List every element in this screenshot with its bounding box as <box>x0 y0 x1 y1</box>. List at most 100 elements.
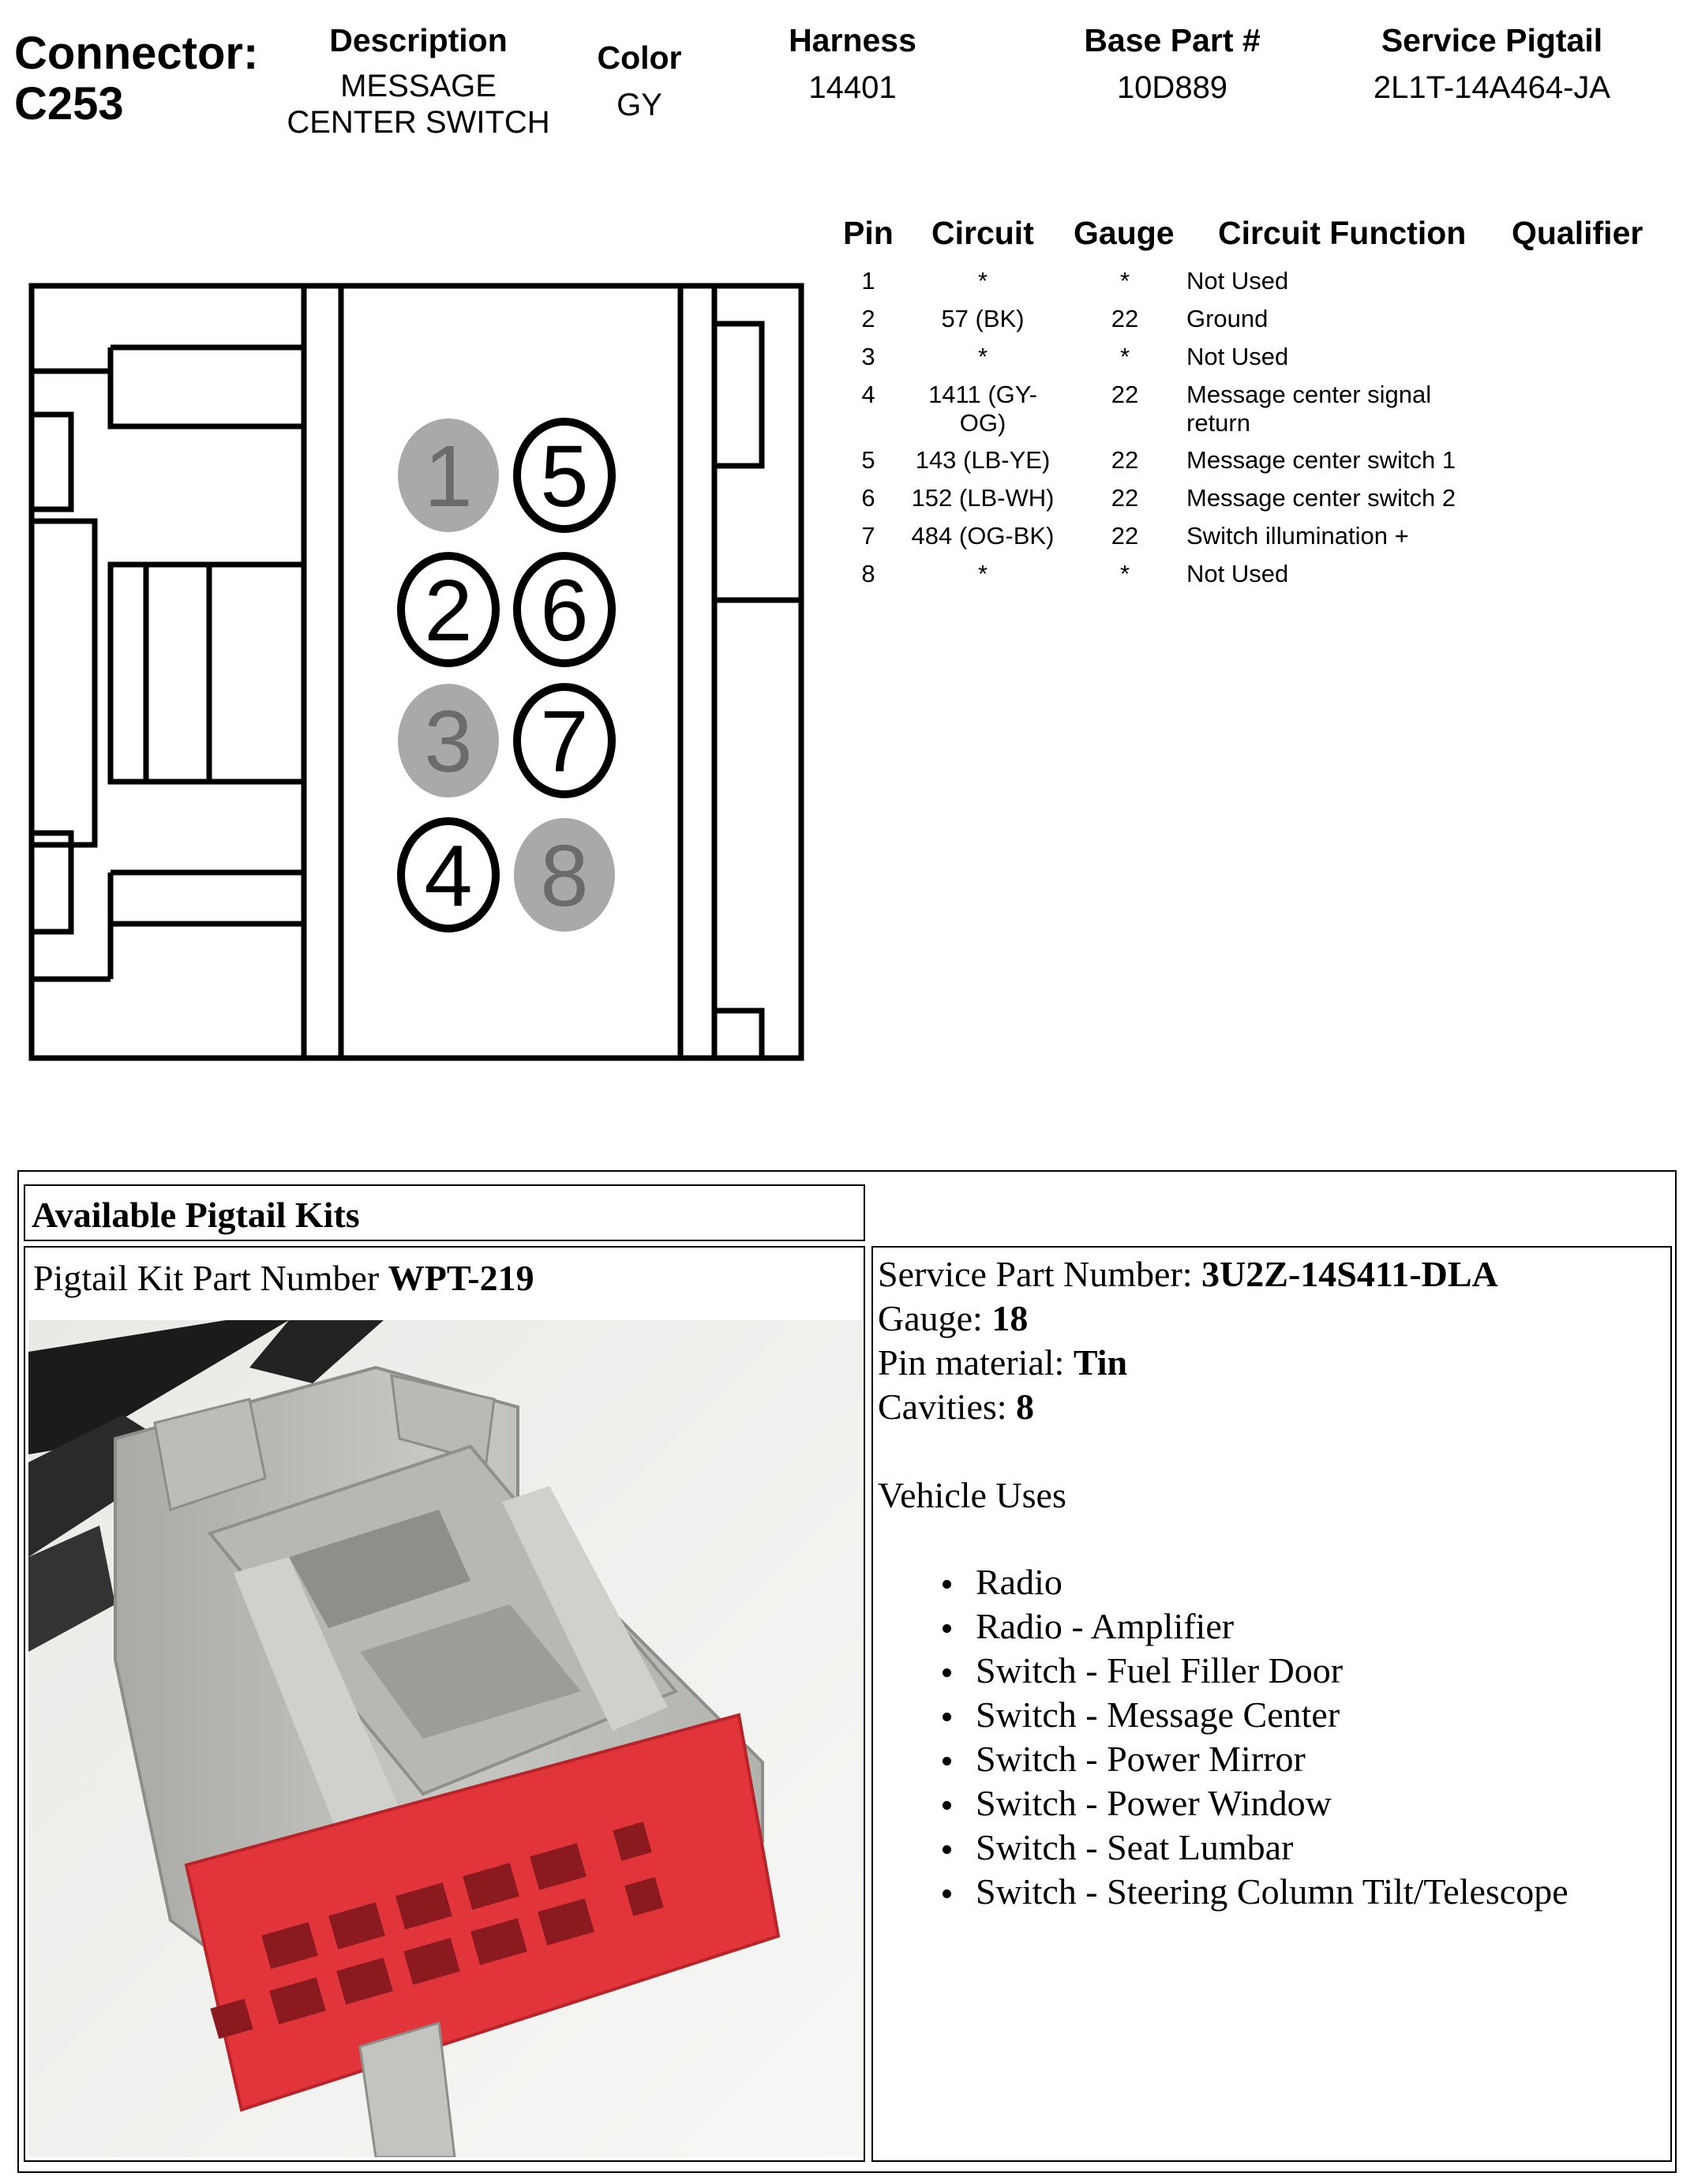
table-row-gauge: 22 <box>1111 484 1139 512</box>
list-item: Switch - Seat Lumbar <box>936 1826 1568 1870</box>
table-row-gauge: * <box>1119 267 1130 295</box>
table-row-circuit: 484 (OG-BK) <box>911 522 1055 550</box>
gauge-value: 18 <box>991 1298 1029 1338</box>
table-row-circuit: * <box>977 560 988 587</box>
table-row-pin: 6 <box>861 484 875 512</box>
kit-part-number: WPT-219 <box>388 1258 534 1298</box>
table-row-pin: 1 <box>861 267 875 295</box>
table-row-function: Ground <box>1186 305 1269 332</box>
description-value: MESSAGE CENTER SWITCH <box>260 68 576 141</box>
table-row-circuit: * <box>977 267 988 295</box>
table-row-pin: 5 <box>861 446 875 474</box>
cavities-value: 8 <box>1016 1387 1035 1427</box>
description-label: Description <box>329 22 508 58</box>
table-row-function: Message center switch 1 <box>1186 446 1456 474</box>
gauge-line: Gauge: 18 <box>878 1297 1498 1341</box>
table-row-gauge: 22 <box>1111 305 1139 332</box>
function-line-2: return <box>1186 408 1250 437</box>
service-part-line: Service Part Number: 3U2Z-14S411-DLA <box>878 1252 1498 1297</box>
base-part-label: Base Part # <box>1084 22 1261 58</box>
table-row-function: Message center signal return <box>1186 381 1431 437</box>
pigtail-kits-title-box: Available Pigtail Kits <box>24 1184 865 1241</box>
kit-part-number-line: Pigtail Kit Part Number WPT-219 <box>33 1257 534 1299</box>
table-row-gauge: * <box>1119 560 1130 587</box>
color-value: GY <box>617 88 662 122</box>
cavity-2: 2 <box>397 552 500 667</box>
table-row-pin: 8 <box>861 560 875 587</box>
connector-title: Connector: C253 <box>14 28 258 129</box>
table-row-gauge: 22 <box>1111 446 1139 474</box>
vehicle-uses-list: Radio Radio - Amplifier Switch - Fuel Fi… <box>936 1560 1568 1914</box>
harness-value: 14401 <box>808 70 897 105</box>
table-row-pin: 7 <box>861 522 875 550</box>
cavities-line: Cavities: 8 <box>878 1385 1498 1429</box>
table-row-circuit: 57 (BK) <box>941 305 1025 332</box>
pin-material-line: Pin material: Tin <box>878 1341 1498 1385</box>
table-row-function: Switch illumination + <box>1186 522 1409 550</box>
pigtail-connector-photo <box>28 1320 862 2157</box>
vehicle-use-text: Switch - Message Center <box>976 1694 1340 1735</box>
service-pigtail-value: 2L1T-14A464-JA <box>1373 70 1611 105</box>
list-item: Switch - Power Mirror <box>936 1737 1568 1781</box>
pin-label-6: 6 <box>540 562 588 659</box>
color-label: Color <box>597 39 682 76</box>
spec-block: Service Part Number: 3U2Z-14S411-DLA Gau… <box>878 1252 1498 1518</box>
table-row-function: Not Used <box>1186 560 1289 587</box>
circuit-line-1: 1411 (GY- <box>928 381 1037 408</box>
table-row-pin: 3 <box>861 343 875 370</box>
pigtail-kits-title: Available Pigtail Kits <box>32 1195 360 1235</box>
vehicle-use-text: Switch - Power Mirror <box>976 1739 1306 1779</box>
pigtail-spec-cell: Service Part Number: 3U2Z-14S411-DLA Gau… <box>871 1246 1672 2162</box>
service-part-number: 3U2Z-14S411-DLA <box>1201 1254 1498 1294</box>
cavity-3: 3 <box>398 684 499 797</box>
latch-window <box>289 1510 470 1628</box>
connector-label: Connector: <box>14 28 259 79</box>
table-row-pin: 4 <box>861 381 875 408</box>
pin-material-value: Tin <box>1073 1342 1128 1383</box>
circuit-line-2: OG) <box>959 408 1006 437</box>
service-part-label: Service Part Number: <box>878 1254 1202 1294</box>
vehicle-use-text: Switch - Seat Lumbar <box>976 1827 1294 1867</box>
connector-housing-outline <box>28 283 804 1061</box>
cavity-5: 5 <box>513 418 616 533</box>
pin-label-7: 7 <box>540 693 588 790</box>
list-item: Switch - Steering Column Tilt/Telescope <box>936 1870 1568 1914</box>
table-row-gauge: 22 <box>1111 522 1139 550</box>
cavity-4: 4 <box>397 817 500 933</box>
table-row-circuit: 152 (LB-WH) <box>911 484 1055 512</box>
pigtail-kit-cell: Pigtail Kit Part Number WPT-219 <box>24 1246 865 2162</box>
vehicle-use-text: Switch - Power Window <box>976 1783 1332 1823</box>
table-row-function: Not Used <box>1186 343 1289 370</box>
vehicle-use-text: Radio - Amplifier <box>976 1606 1235 1646</box>
gauge-label: Gauge: <box>878 1298 992 1338</box>
table-row-gauge: * <box>1119 343 1130 370</box>
circuit-col-header: Circuit <box>931 215 1034 251</box>
cavity-6: 6 <box>513 552 616 667</box>
list-item: Switch - Fuel Filler Door <box>936 1649 1568 1693</box>
connector-face-diagram: 1 2 3 4 5 6 7 8 <box>28 283 804 1061</box>
base-part-value: 10D889 <box>1116 70 1228 105</box>
pin-material-label: Pin material: <box>878 1342 1074 1383</box>
harness-label: Harness <box>789 22 916 58</box>
table-row-function: Not Used <box>1186 267 1289 295</box>
terminal-cavities <box>210 1822 664 2040</box>
table-row-gauge: 22 <box>1111 381 1139 408</box>
list-item: Switch - Message Center <box>936 1693 1568 1737</box>
list-item: Radio <box>936 1560 1568 1604</box>
table-row-circuit: 1411 (GY- OG) <box>908 381 1058 437</box>
gauge-col-header: Gauge <box>1074 215 1175 251</box>
table-row-circuit: 143 (LB-YE) <box>915 446 1051 474</box>
pin-label-5: 5 <box>540 428 588 525</box>
wire-bundle <box>28 1320 289 1454</box>
vehicle-use-text: Radio <box>976 1562 1062 1602</box>
pin-label-4: 4 <box>424 827 472 925</box>
qualifier-col-header: Qualifier <box>1512 215 1643 251</box>
table-row-circuit: * <box>977 343 988 370</box>
pin-label-1: 1 <box>424 428 472 525</box>
cavity-1-fill <box>398 418 499 532</box>
description-line-1: MESSAGE <box>340 69 497 103</box>
kit-part-number-label: Pigtail Kit Part Number <box>33 1258 388 1298</box>
pin-col-header: Pin <box>843 215 894 251</box>
cavity-7: 7 <box>513 683 616 798</box>
cavities-label: Cavities: <box>878 1387 1017 1427</box>
